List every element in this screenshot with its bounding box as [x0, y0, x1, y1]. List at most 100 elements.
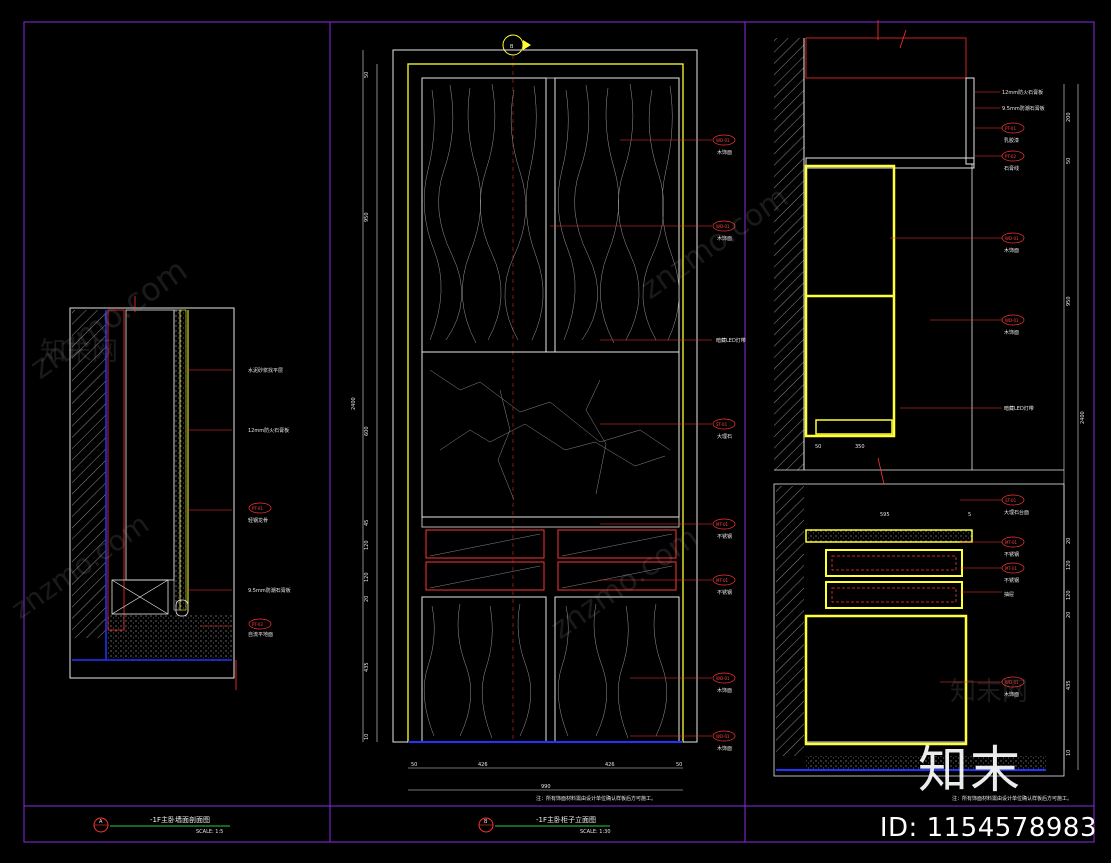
watermark-cn-2: 知末网 — [950, 677, 1028, 707]
right-lower-label-1: 大理石台面 — [1004, 509, 1029, 516]
sheet-frame — [23, 21, 1095, 843]
drawer-2-right — [557, 561, 677, 591]
marble-niche — [421, 351, 680, 518]
dim-left-5: 120 — [364, 540, 370, 550]
brand-logo: 知末 — [918, 741, 1022, 799]
right-lower-label-2: 不锈钢 — [1004, 551, 1019, 558]
right-tag-3: WD-01 — [1005, 236, 1019, 241]
center-label-1: 木饰面 — [717, 149, 732, 156]
marble-vein-pattern — [429, 369, 671, 501]
dim-left-9: 10 — [364, 734, 370, 740]
floor-screed — [108, 614, 232, 632]
center-label-4: 大理石 — [717, 433, 732, 440]
dim-left-7: 20 — [364, 596, 370, 602]
dim-left-2: 950 — [364, 212, 370, 222]
right-lower-dim-3: 20 — [1066, 538, 1072, 544]
right-lower-dim-1: 595 — [880, 512, 890, 518]
wood-grain-pattern — [423, 83, 680, 739]
right-mid-label-3: 暗藏LED灯带 — [1004, 405, 1034, 412]
center-label-2: 木饰面 — [717, 235, 732, 242]
left-section-view: 水泥砂浆找平层 12mm防火石膏板 PT-01 轻钢龙骨 9.5mm防潮石膏板 … — [69, 296, 291, 690]
floor-slab — [108, 632, 232, 658]
right-dim-total: 2400 — [1080, 411, 1086, 424]
dim-left-8: 435 — [364, 662, 370, 672]
center-tag-2: WD-01 — [716, 224, 730, 229]
center-label-8: 木饰面 — [717, 745, 732, 752]
right-lower-dim-4: 120 — [1066, 560, 1072, 570]
center-badge-letter: B — [484, 819, 488, 825]
dim-bottom-2: 426 — [478, 762, 488, 768]
ceiling-joist — [805, 37, 967, 79]
center-label-7: 木饰面 — [717, 687, 732, 694]
title-strip: A -1F主卧墙面剖面图 SCALE: 1:5 B -1F主卧柜子立面图 SCA… — [93, 815, 611, 835]
right-tag-2: PT-02 — [1005, 154, 1016, 159]
right-drawer-1 — [825, 549, 963, 577]
dim-bottom-4: 50 — [676, 762, 682, 768]
center-tag-6: WD-01 — [716, 676, 730, 681]
left-view-scale: SCALE: 1:5 — [196, 829, 223, 835]
lower-cabinet-carcass — [804, 614, 968, 746]
center-label-5: 不锈钢 — [717, 533, 732, 540]
upper-door-right — [554, 77, 680, 353]
dim-bottom-total: 990 — [541, 784, 551, 790]
center-view-scale: SCALE: 1:30 — [580, 829, 611, 835]
gypsum-layer-2 — [179, 309, 187, 611]
left-label-1: 水泥砂浆找平层 — [248, 367, 283, 374]
top-marker-label: B — [510, 44, 514, 50]
right-dim-1: 200 — [1066, 112, 1072, 122]
upper-cabinet-carcass — [804, 164, 896, 438]
right-mid-dim-2: 350 — [855, 444, 865, 450]
left-tag-1: PT-01 — [252, 506, 263, 511]
center-label-6: 不锈钢 — [717, 589, 732, 596]
left-badge-letter: A — [99, 819, 103, 825]
right-lower-label-3: 不锈钢 — [1004, 577, 1019, 584]
right-top-label-1: 12mm防火石膏板 — [1002, 89, 1043, 96]
right-top-label-4: 石膏线 — [1004, 165, 1019, 172]
right-lower-dim-5: 120 — [1066, 590, 1072, 600]
countertop — [805, 529, 973, 543]
dim-bottom-3: 426 — [605, 762, 615, 768]
left-tag-2: PT-02 — [252, 622, 263, 627]
center-elevation-view: B — [351, 34, 746, 802]
right-dim-2: 50 — [1066, 158, 1072, 164]
center-tag-7: WD-01 — [716, 734, 730, 739]
cabinet-outer-frame — [392, 49, 698, 743]
right-tag-4: WD-01 — [1005, 318, 1019, 323]
right-top-label-3: 乳胶漆 — [1004, 137, 1019, 144]
gypsum-layer-1 — [173, 309, 181, 611]
right-lower-dim-7: 435 — [1066, 680, 1072, 690]
left-view-border — [69, 307, 235, 679]
left-view-title: -1F主卧墙面剖面图 — [150, 815, 210, 824]
right-tag-1: PT-01 — [1005, 126, 1016, 131]
right-tag-8: WD-01 — [1005, 680, 1019, 685]
dim-left-4: 45 — [364, 520, 370, 526]
left-label-3: 轻钢龙骨 — [248, 517, 268, 524]
right-wall-hatch-upper — [774, 38, 804, 470]
right-mid-label-2: 木饰面 — [1004, 329, 1019, 336]
dim-left-6: 120 — [364, 572, 370, 582]
center-tag-4: MT-01 — [716, 522, 729, 527]
drawer-2-left — [425, 561, 545, 591]
center-label-3: 暗藏LED灯带 — [716, 337, 746, 344]
right-lower-dim-2: 5 — [968, 512, 971, 518]
center-tag-3: ST-01 — [716, 422, 728, 427]
right-wall-hatch-lower — [776, 486, 804, 756]
watermark-4: znzmo.com — [545, 520, 705, 647]
center-view-title: -1F主卧柜子立面图 — [536, 815, 596, 824]
right-lower-dim-8: 10 — [1066, 750, 1072, 756]
center-tag-5: MT-01 — [716, 578, 729, 583]
right-mid-label-1: 木饰面 — [1004, 247, 1019, 254]
right-top-label-2: 9.5mm防潮石膏板 — [1002, 105, 1045, 112]
lower-section-border — [773, 483, 1065, 777]
dim-bottom-1: 50 — [411, 762, 417, 768]
right-lower-dim-6: 20 — [1066, 612, 1072, 618]
drawer-1-right — [557, 529, 677, 559]
right-tag-5: ST-01 — [1005, 498, 1017, 503]
upper-door-left — [421, 77, 547, 353]
watermark-3: znzmo.com — [635, 180, 795, 307]
right-lower-label-4: 抽屉 — [1004, 591, 1014, 598]
resource-id-label: ID: 1154578983 — [879, 813, 1097, 843]
dim-left-1: 50 — [364, 72, 370, 78]
center-note: 注：所有饰面材料需由设计单位确认样板后方可施工。 — [536, 795, 656, 802]
